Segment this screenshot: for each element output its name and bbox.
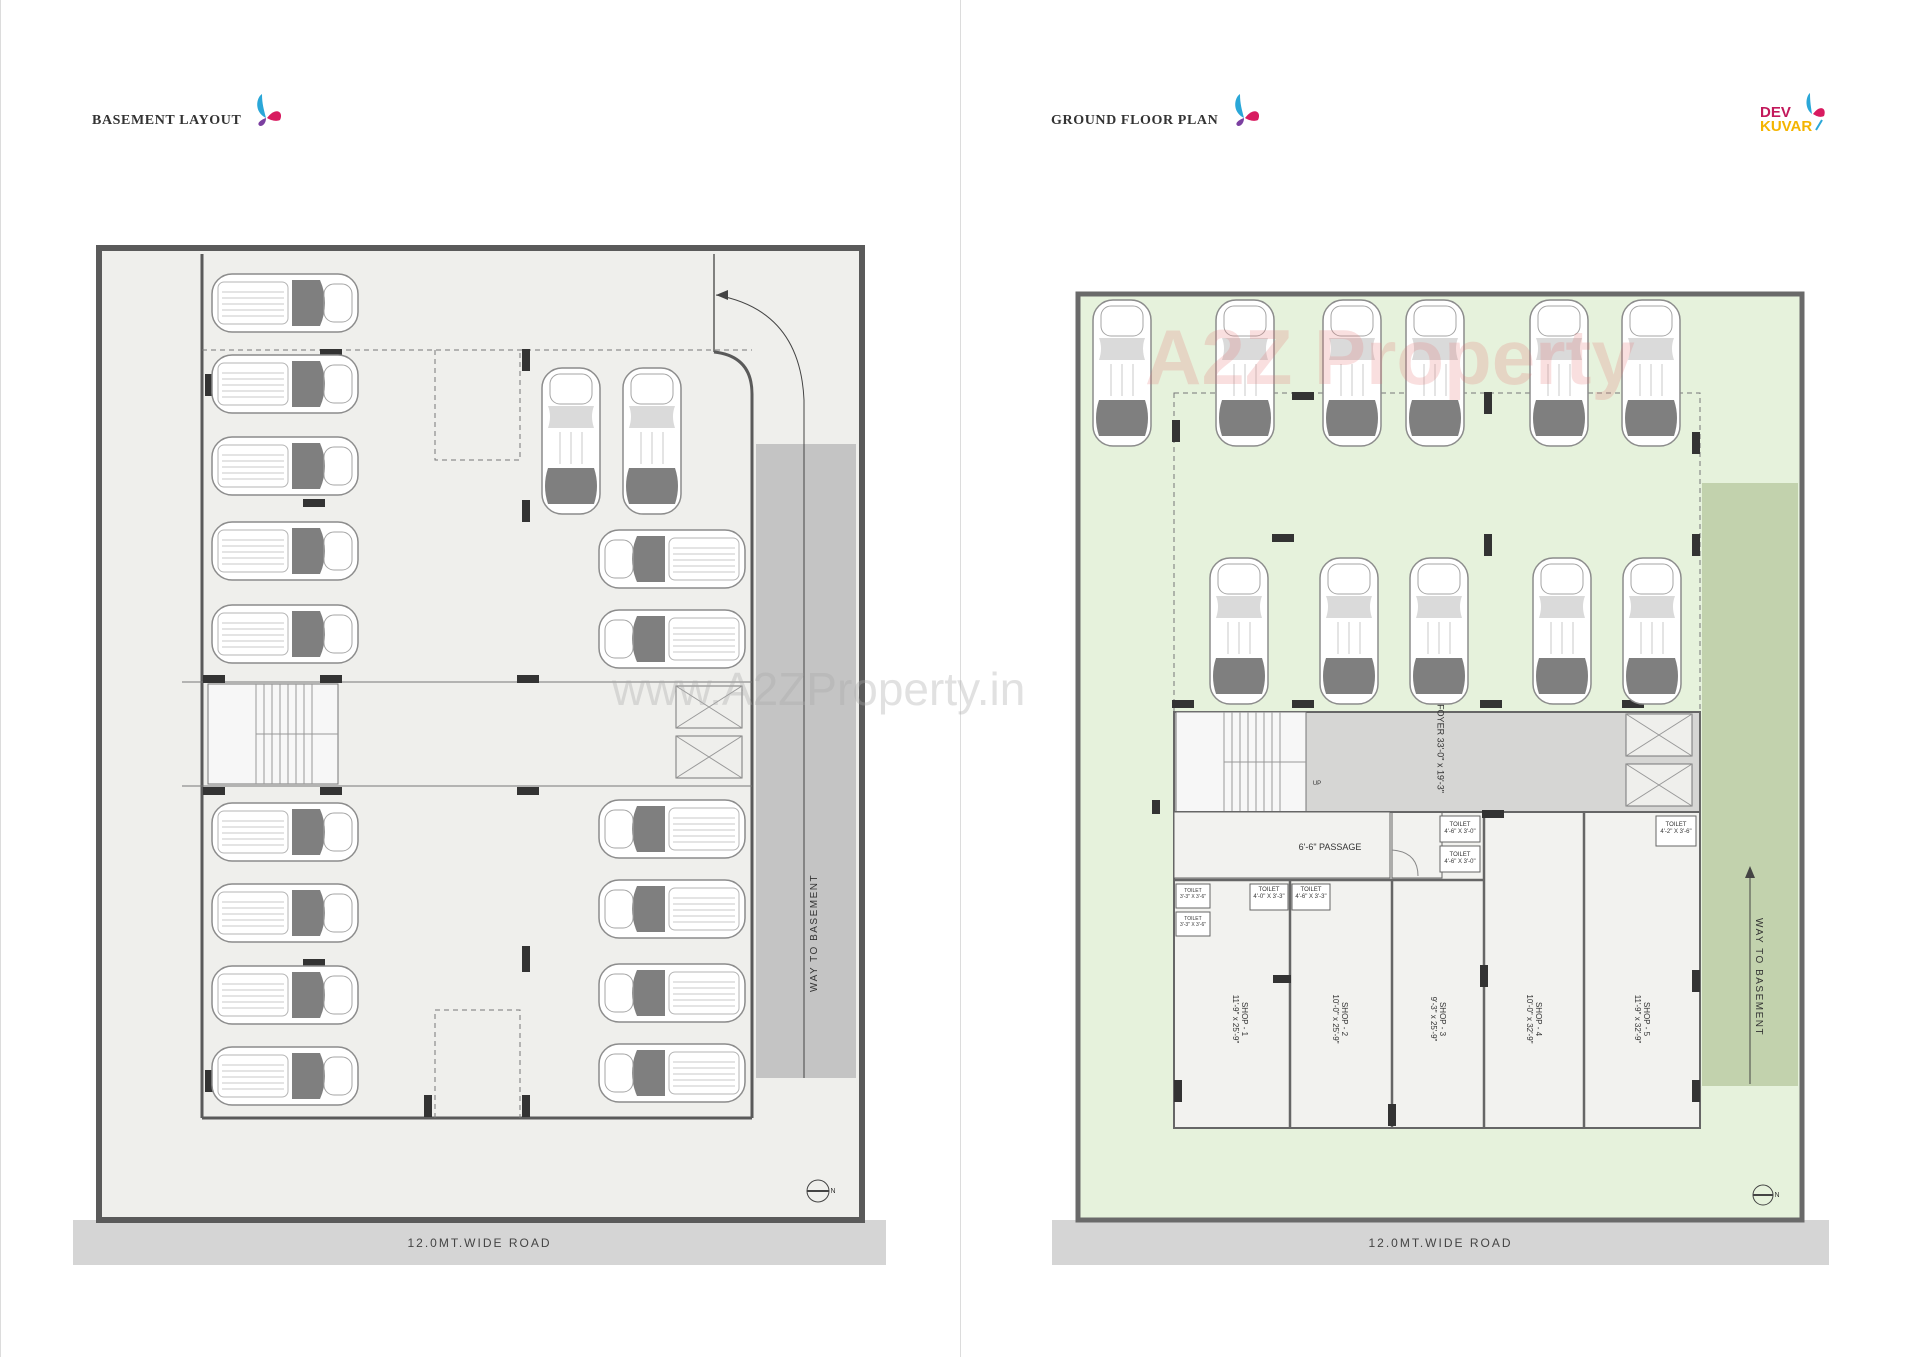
stair-up-label: UP <box>1312 781 1322 787</box>
shop-5-name: SHOP - 5 <box>1642 1001 1651 1037</box>
page-edge-left <box>0 0 1 1357</box>
shop-3-label: SHOP - 3 9'-3" x 25'-9" <box>1429 959 1447 1079</box>
butterfly-logo-icon <box>1235 94 1260 126</box>
toilet-label: TOILET 4'-6" X 3'-0" <box>1440 822 1480 836</box>
north-label-basement: N <box>830 1188 836 1195</box>
butterfly-icon <box>1806 93 1825 131</box>
toilet-name: TOILET <box>1300 887 1322 893</box>
toilet-label: TOILET 3'-3" X 3'-6" <box>1176 888 1210 900</box>
toilet-label: TOILET 4'-2" X 3'-6" <box>1656 822 1696 836</box>
shop-5-label: SHOP - 5 11'-9" x 32'-9" <box>1633 959 1651 1079</box>
toilet-size: 4'-6" X 3'-3" <box>1295 894 1327 900</box>
toilet-size: 3'-3" X 3'-6" <box>1179 922 1207 928</box>
brand-line-2: KUVAR <box>1760 118 1813 135</box>
toilet-name: TOILET <box>1184 888 1202 894</box>
butterfly-logo-icon <box>257 94 282 126</box>
shop-3-size: 9'-3" x 25'-9" <box>1429 996 1438 1042</box>
page-divider <box>960 0 961 1357</box>
shop-1-label: SHOP - 1 11'-9" x 25'-9" <box>1231 959 1249 1079</box>
shop-1-size: 11'-9" x 25'-9" <box>1231 994 1240 1044</box>
ground-floor-plan-title: GROUND FLOOR PLAN <box>1051 113 1219 128</box>
ramp-label-basement: WAY TO BASEMENT <box>809 873 820 992</box>
foyer-label: FOYER 33'-0" x 19'-3" <box>1435 704 1446 793</box>
toilet-size: 4'-0" X 3'-3" <box>1253 894 1285 900</box>
toilet-size: 3'-3" X 3'-6" <box>1179 894 1207 900</box>
shop-3-name: SHOP - 3 <box>1438 1001 1447 1037</box>
shop-2-label: SHOP - 2 10'-0" x 25'-9" <box>1331 959 1349 1079</box>
dev-kuvar-brand-logo: DEV KUVAR <box>1752 92 1826 144</box>
toilet-name: TOILET <box>1449 852 1471 858</box>
shop-2-size: 10'-0" x 25'-9" <box>1331 994 1340 1044</box>
site-watermark: www.A2ZProperty.in <box>612 663 1026 715</box>
north-label-ground: N <box>1774 1192 1780 1199</box>
shop-4-label: SHOP - 4 10'-0" x 32'-9" <box>1525 959 1543 1079</box>
passage-label: 6'-6" PASSAGE <box>1298 842 1362 852</box>
toilet-label: TOILET 4'-0" X 3'-3" <box>1250 887 1288 901</box>
toilet-size: 4'-6" X 3'-0" <box>1444 829 1476 835</box>
basement-layout-title: BASEMENT LAYOUT <box>92 113 242 128</box>
road-label-ground: 12.0MT.WIDE ROAD <box>1368 1236 1513 1250</box>
toilet-name: TOILET <box>1665 822 1687 828</box>
toilet-name: TOILET <box>1184 916 1202 922</box>
shop-4-name: SHOP - 4 <box>1534 1001 1543 1037</box>
shop-1-name: SHOP - 1 <box>1240 1001 1249 1037</box>
toilet-label: TOILET 4'-6" X 3'-3" <box>1292 887 1330 901</box>
ramp-label-ground: WAY TO BASEMENT <box>1753 918 1764 1037</box>
toilet-name: TOILET <box>1258 887 1280 893</box>
toilet-size: 4'-6" X 3'-0" <box>1444 859 1476 865</box>
toilet-label: TOILET 3'-3" X 3'-6" <box>1176 916 1210 928</box>
shop-5-size: 11'-9" x 32'-9" <box>1633 994 1642 1044</box>
shop-2-name: SHOP - 2 <box>1340 1001 1349 1037</box>
toilet-name: TOILET <box>1449 822 1471 828</box>
toilet-size: 4'-2" X 3'-6" <box>1660 829 1692 835</box>
brand-watermark: A2Z Property <box>1145 313 1635 401</box>
brand-line-1: DEV <box>1760 104 1791 121</box>
road-label-basement: 12.0MT.WIDE ROAD <box>407 1236 552 1250</box>
shop-4-size: 10'-0" x 32'-9" <box>1525 994 1534 1044</box>
toilet-label: TOILET 4'-6" X 3'-0" <box>1440 852 1480 866</box>
